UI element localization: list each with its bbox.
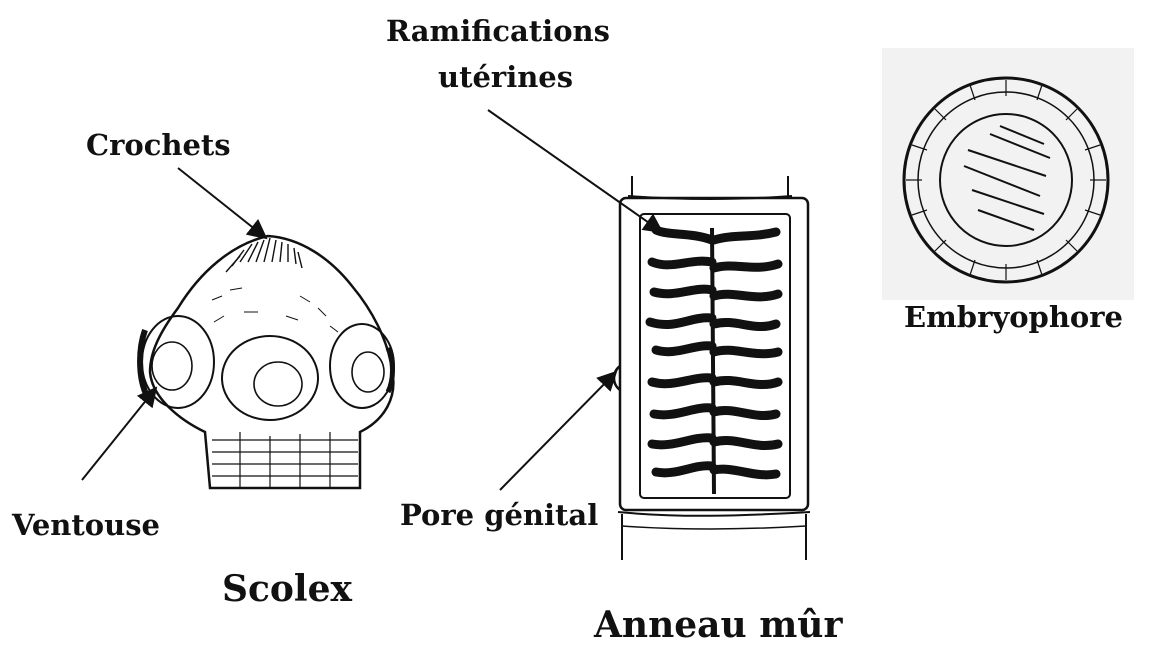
scolex-texture: [212, 288, 338, 332]
label-embryophore: Embryophore: [904, 300, 1123, 334]
proglottid-drawing: [614, 176, 810, 560]
uterine-branches: [650, 230, 778, 475]
embryophore-drawing: [882, 48, 1134, 300]
sucker-center: [222, 336, 318, 420]
label-ramifications-line2: utérines: [438, 60, 573, 94]
neck-striations: [212, 432, 358, 488]
hooks-crown: [226, 238, 302, 272]
label-ventouse: Ventouse: [12, 508, 160, 542]
label-crochets: Crochets: [86, 128, 231, 162]
sucker-right: [330, 324, 394, 408]
label-anneau-mur: Anneau mûr: [594, 604, 842, 646]
arrow-ramifications: [488, 110, 662, 232]
arrow-crochets: [178, 168, 266, 238]
arrow-pore: [500, 372, 616, 490]
arrow-ventouse: [82, 388, 156, 480]
label-ramifications-line1: Ramifications: [386, 14, 610, 48]
scolex-drawing: [140, 236, 394, 488]
label-pore-genital: Pore génital: [400, 498, 598, 532]
label-scolex: Scolex: [222, 568, 352, 610]
